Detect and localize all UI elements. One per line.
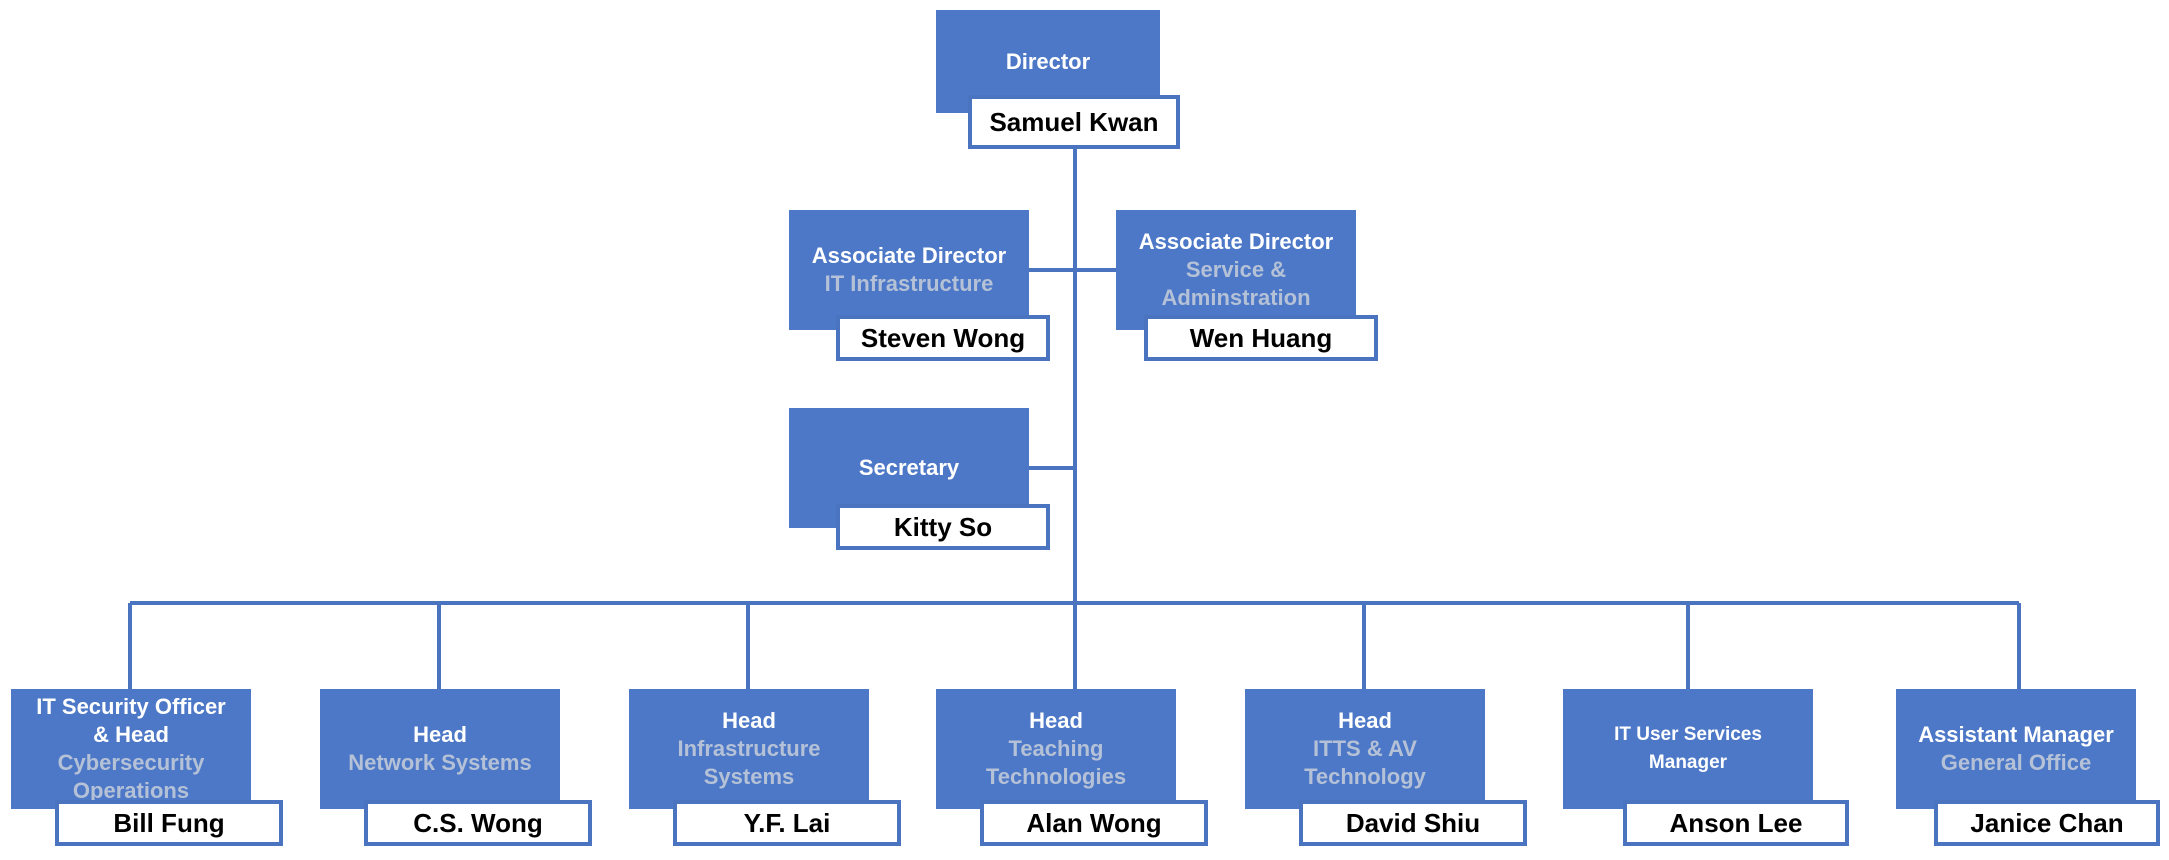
general-office-title: Assistant Manager bbox=[1918, 722, 2114, 747]
general-office-name: Janice Chan bbox=[1934, 800, 2160, 846]
network-role-box: Head Network Systems bbox=[320, 689, 560, 809]
itts-role-box: Head ITTS & AV Technology bbox=[1245, 689, 1485, 809]
itts-subtitle: ITTS & AV Technology bbox=[1304, 736, 1426, 789]
director-name: Samuel Kwan bbox=[968, 95, 1180, 149]
assoc-infra-role-box: Associate Director IT Infrastructure bbox=[789, 210, 1029, 330]
user-services-role-box: IT User Services Manager bbox=[1563, 689, 1813, 809]
network-title: Head bbox=[413, 722, 467, 747]
teaching-role-box: Head Teaching Technologies bbox=[936, 689, 1176, 809]
director-title: Director bbox=[1005, 48, 1091, 74]
user-services-title: IT User Services Manager bbox=[1614, 724, 1762, 773]
assoc-service-role-box: Associate Director Service & Adminstrati… bbox=[1116, 210, 1356, 330]
network-name: C.S. Wong bbox=[364, 800, 592, 846]
teaching-title: Head bbox=[1029, 708, 1083, 733]
itts-title: Head bbox=[1338, 708, 1392, 733]
infra-sys-name: Y.F. Lai bbox=[673, 800, 901, 846]
general-office-subtitle: General Office bbox=[1940, 750, 2092, 775]
general-office-role-box: Assistant Manager General Office bbox=[1896, 689, 2136, 809]
teaching-subtitle: Teaching Technologies bbox=[985, 736, 1127, 789]
security-role-box: IT Security Officer & Head Cybersecurity… bbox=[11, 689, 251, 809]
infra-sys-title: Head bbox=[722, 708, 776, 733]
assoc-infra-title: Associate Director bbox=[811, 243, 1007, 268]
network-subtitle: Network Systems bbox=[348, 750, 532, 775]
teaching-name: Alan Wong bbox=[980, 800, 1208, 846]
security-title: IT Security Officer & Head bbox=[36, 694, 226, 747]
secretary-title: Secretary bbox=[858, 455, 960, 480]
infra-sys-role-box: Head Infrastructure Systems bbox=[629, 689, 869, 809]
assoc-service-title: Associate Director bbox=[1138, 229, 1334, 254]
assoc-infra-name: Steven Wong bbox=[836, 315, 1050, 361]
security-subtitle: Cybersecurity Operations bbox=[57, 750, 205, 803]
infra-sys-subtitle: Infrastructure Systems bbox=[677, 736, 821, 789]
security-name: Bill Fung bbox=[55, 800, 283, 846]
assoc-infra-subtitle: IT Infrastructure bbox=[824, 271, 994, 296]
itts-name: David Shiu bbox=[1299, 800, 1527, 846]
assoc-service-name: Wen Huang bbox=[1144, 315, 1378, 361]
user-services-name: Anson Lee bbox=[1623, 800, 1849, 846]
assoc-service-subtitle: Service & Adminstration bbox=[1161, 257, 1311, 310]
secretary-name: Kitty So bbox=[836, 504, 1050, 550]
